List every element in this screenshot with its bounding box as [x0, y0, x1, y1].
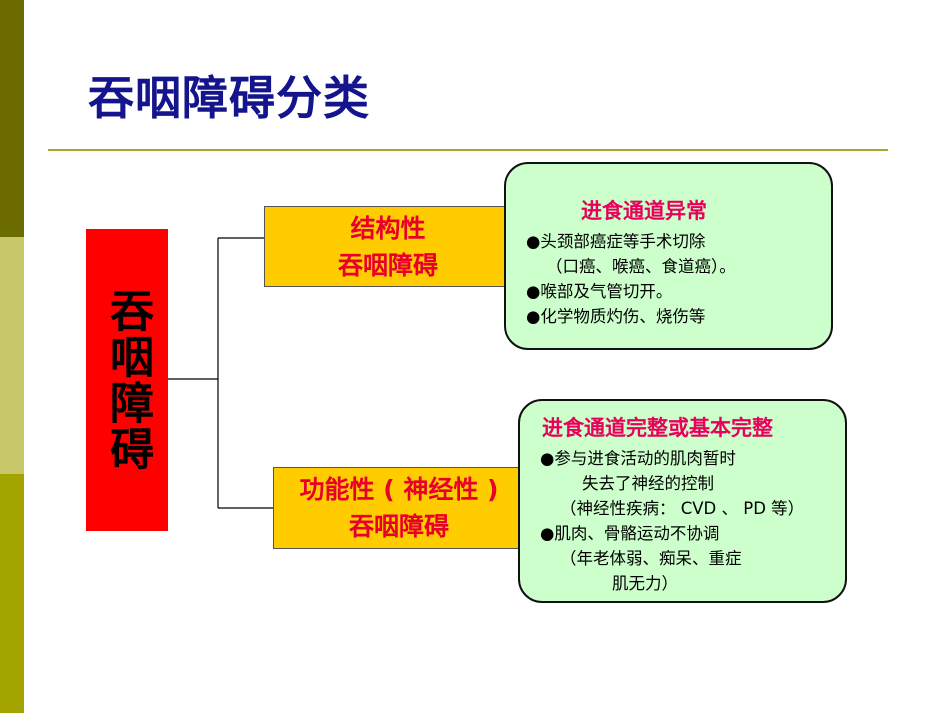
branch-node-label-line2: 吞咽障碍: [348, 512, 449, 541]
detail-heading: 进食通道异常: [581, 199, 707, 223]
root-node: 吞咽障碍: [86, 229, 168, 531]
detail-line: ●参与进食活动的肌肉暂时: [540, 449, 736, 468]
detail-line: ●头颈部癌症等手术切除: [526, 232, 706, 251]
branch-node-label-line1: 功能性 ( 神经性 ): [299, 475, 499, 504]
branch-node-label-line2: 吞咽障碍: [337, 250, 438, 280]
slide-title: 吞咽障碍分类: [88, 71, 370, 125]
detail-line: 肌无力）: [612, 574, 678, 593]
detail-node-structural: 进食通道异常 ●头颈部癌症等手术切除 （口癌、喉癌、食道癌）。 ●喉部及气管切开…: [504, 162, 833, 350]
branch-node-structural: 结构性 吞咽障碍: [264, 206, 512, 287]
detail-line: 失去了神经的控制: [582, 474, 714, 493]
detail-line: （年老体弱、痴呆、重症: [560, 549, 742, 568]
title-divider: [48, 149, 888, 151]
sidebar-strip-top: [0, 0, 24, 237]
branch-node-label-line1: 结构性: [350, 213, 426, 243]
branch-node-functional: 功能性 ( 神经性 ) 吞咽障碍: [273, 467, 525, 549]
detail-line: （口癌、喉癌、食道癌）。: [546, 257, 736, 276]
sidebar-strip-bottom: [0, 474, 24, 713]
detail-line: ●肌肉、骨骼运动不协调: [540, 524, 720, 543]
detail-line: ●喉部及气管切开。: [526, 282, 673, 301]
detail-node-functional: 进食通道完整或基本完整 ●参与进食活动的肌肉暂时 失去了神经的控制 （神经性疾病…: [518, 399, 847, 603]
sidebar-strip-middle: [0, 237, 24, 474]
detail-heading: 进食通道完整或基本完整: [542, 416, 773, 440]
detail-line: ●化学物质灼伤、烧伤等: [526, 307, 706, 326]
detail-line: （神经性疾病： CVD 、 PD 等）: [560, 499, 805, 518]
root-node-label: 吞咽障碍: [102, 288, 153, 472]
